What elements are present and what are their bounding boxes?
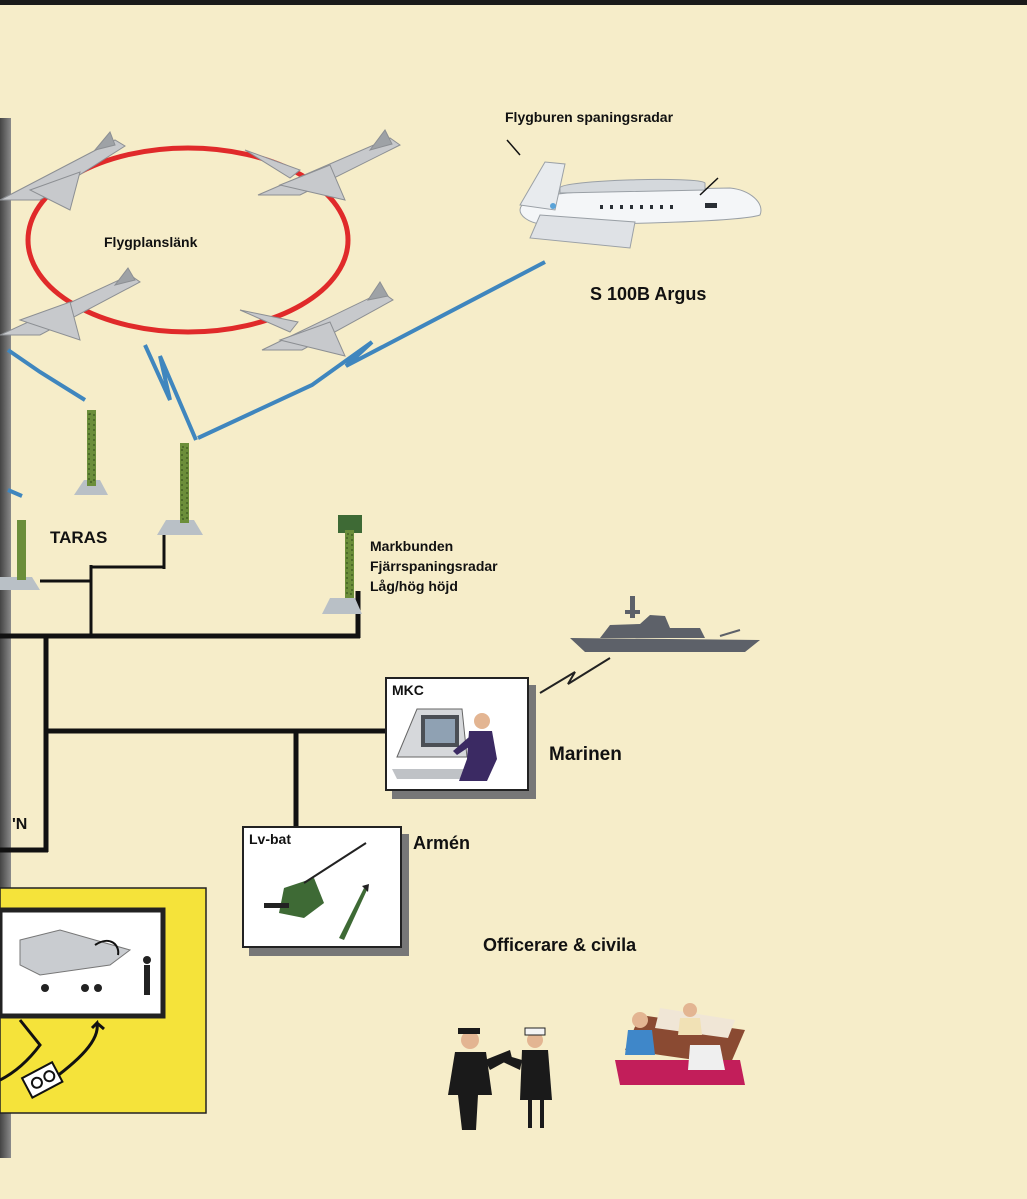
navy-ship	[570, 596, 760, 652]
radio-link-lower-left	[7, 488, 23, 498]
navy-radio-link	[539, 657, 611, 694]
ground-radar-line-3: Låg/hög höjd	[370, 578, 458, 594]
fighter-jet-2	[244, 129, 401, 201]
radio-link-awacs	[197, 260, 546, 440]
navy-label: Marinen	[549, 744, 622, 765]
radio-link-left	[6, 348, 87, 402]
left-fragment-label: 'N	[12, 816, 28, 833]
fighter-jet-4	[239, 281, 394, 357]
fighter-jet-1	[0, 131, 126, 211]
network-lines	[0, 530, 385, 853]
fighter-jet-3	[0, 267, 141, 341]
awacs-caption: Flygburen spaningsradar	[505, 109, 674, 125]
ground-radar-label: Markbunden Fjärrspaningsradar Låg/hög hö…	[370, 536, 498, 596]
awacs-aircraft	[506, 139, 762, 249]
radio-link-zigzag	[143, 344, 198, 441]
anti-aircraft-gun-icon	[264, 842, 369, 940]
meeting-scene	[615, 1003, 745, 1085]
army-label: Armén	[413, 833, 471, 853]
awacs-name: S 100B Argus	[590, 284, 707, 304]
officer-figure-2	[503, 1027, 552, 1128]
mkc-box: MKC	[385, 677, 529, 791]
ground-radar-line-2: Fjärrspaningsradar	[370, 558, 498, 574]
radar-mast-1	[74, 410, 108, 495]
officer-figure-1	[448, 1028, 512, 1130]
radar-mast-2	[157, 443, 203, 535]
datalink-label: Flygplanslänk	[104, 234, 198, 250]
taras-label: TARAS	[50, 528, 108, 547]
operator-console-icon	[392, 708, 497, 781]
radar-mast-3	[0, 520, 40, 590]
lvbat-box: Lv-bat	[242, 826, 402, 948]
jet-on-ground	[19, 929, 151, 995]
ground-radar-line-1: Markbunden	[370, 538, 454, 554]
base-arrow-left	[0, 1019, 42, 1082]
datalink-ring	[25, 145, 351, 335]
camera-icon	[20, 1060, 64, 1099]
officers-label: Officerare & civila	[483, 935, 637, 955]
radar-mast-ground	[322, 515, 362, 614]
lvbat-label: Lv-bat	[249, 831, 291, 847]
top-border	[0, 0, 1027, 5]
mkc-label: MKC	[392, 682, 424, 698]
